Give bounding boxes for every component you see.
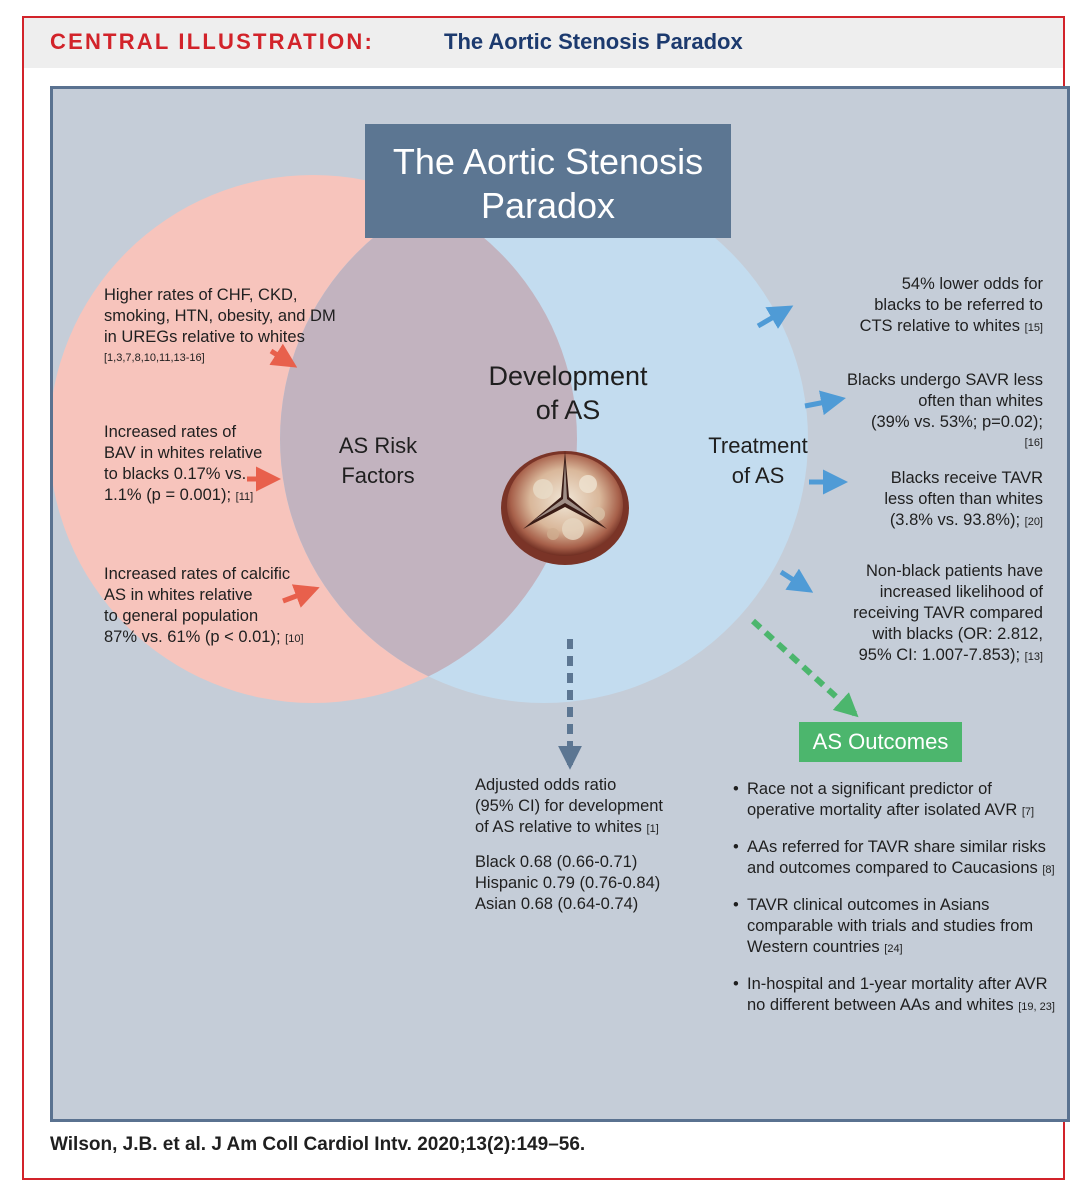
citation: Wilson, J.B. et al. J Am Coll Cardiol In… xyxy=(50,1134,586,1155)
aortic-valve-image xyxy=(501,451,629,565)
odds-row-hispanic: Hispanic 0.79 (0.76-0.84) xyxy=(475,874,661,892)
header-label: CENTRAL ILLUSTRATION: xyxy=(50,29,375,54)
overlap-region xyxy=(280,175,577,703)
risk-factor-text-2: Increased rates of BAV in whites relativ… xyxy=(104,423,263,504)
outcome-item: AAs referred for TAVR share similar risk… xyxy=(733,837,1063,881)
risk-arrow-1 xyxy=(269,343,298,368)
risk-arrow-3 xyxy=(282,584,320,608)
illustration-frame: CENTRAL ILLUSTRATION: The Aortic Stenosi… xyxy=(22,16,1070,1180)
venn-diagram xyxy=(53,175,859,770)
risk-factor-text-3: Increased rates of calcific AS in whites… xyxy=(104,565,304,646)
outcomes-list: Race not a significant predictor of oper… xyxy=(733,779,1063,1032)
treatment-text-4: Non-black patients have increased likeli… xyxy=(853,562,1043,664)
header-title: The Aortic Stenosis Paradox xyxy=(444,29,743,54)
treatment-text-1: 54% lower odds for blacks to be referred… xyxy=(859,275,1043,335)
header-bar: CENTRAL ILLUSTRATION: The Aortic Stenosi… xyxy=(24,18,1063,68)
paradox-title-line-1: The Aortic Stenosis xyxy=(392,141,704,182)
risk-factor-text-1: Higher rates of CHF, CKD, smoking, HTN, … xyxy=(104,286,336,364)
treatment-arrow-4 xyxy=(779,568,814,593)
odds-row-asian: Asian 0.68 (0.64-0.74) xyxy=(475,895,639,913)
treatment-arrow-2 xyxy=(804,390,846,416)
treatment-text-3: Blacks receive TAVR less often than whit… xyxy=(884,469,1043,529)
odds-ratio-text: Adjusted odds ratio (95% CI) for develop… xyxy=(475,775,715,915)
paradox-title-box: The Aortic Stenosis Paradox xyxy=(365,124,731,238)
treatment-arrow-1 xyxy=(756,305,794,329)
outcome-item: Race not a significant predictor of oper… xyxy=(733,779,1063,823)
treatment-text-2: Blacks undergo SAVR less often than whit… xyxy=(847,371,1043,449)
odds-row-black: Black 0.68 (0.66-0.71) xyxy=(475,853,638,871)
outcome-item: In-hospital and 1-year mortality after A… xyxy=(733,974,1063,1018)
outcomes-dotted-arrow xyxy=(750,618,859,718)
paradox-title-line-2: Paradox xyxy=(480,185,616,226)
outcome-item: TAVR clinical outcomes in Asians compara… xyxy=(733,895,1063,960)
as-outcomes-badge: AS Outcomes xyxy=(799,722,962,762)
